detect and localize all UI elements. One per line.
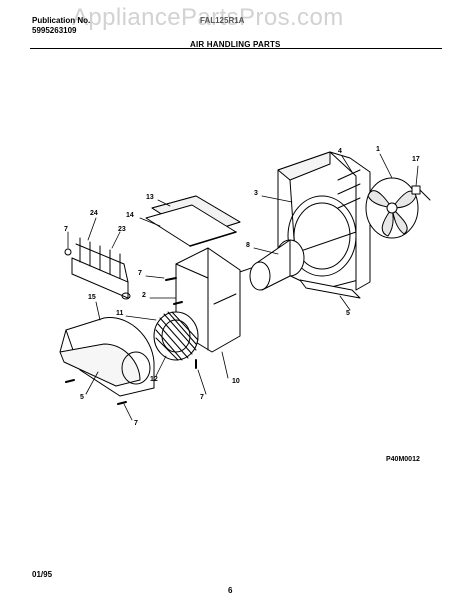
callout-5-right: 5 <box>346 310 350 317</box>
callout-10: 10 <box>232 378 240 385</box>
partition-panel <box>329 151 371 291</box>
section-title: AIR HANDLING PARTS <box>190 40 281 49</box>
callout-2: 2 <box>142 292 146 299</box>
callout-12: 12 <box>150 376 158 383</box>
callout-7-bottom: 7 <box>134 420 138 427</box>
callout-8: 8 <box>246 242 250 249</box>
callout-7-top: 7 <box>64 226 68 233</box>
watermark: AppliancePartsPros.com <box>72 4 344 31</box>
fan-motor <box>227 231 357 291</box>
callout-24: 24 <box>90 210 98 217</box>
callout-4: 4 <box>338 148 342 155</box>
callout-23: 23 <box>118 226 126 233</box>
callout-3: 3 <box>254 190 258 197</box>
screws <box>65 277 197 405</box>
callout-5-left: 5 <box>80 394 84 401</box>
base-shroud <box>299 279 361 299</box>
figure-code: P40M0012 <box>386 456 420 463</box>
filter-sheet-14 <box>145 204 237 247</box>
callout-14: 14 <box>126 212 134 219</box>
blower-wheel <box>153 311 199 361</box>
callout-7-right: 7 <box>200 394 204 401</box>
louver-grille <box>64 237 131 300</box>
callout-15: 15 <box>88 294 96 301</box>
publication-number: 5995263109 <box>32 26 77 35</box>
callout-7-mid: 7 <box>138 270 142 277</box>
condenser-fan <box>365 177 419 239</box>
header-rule <box>30 48 442 49</box>
blower-scroll <box>59 317 155 397</box>
footer-date: 01/95 <box>32 570 53 579</box>
page-number: 6 <box>228 586 233 595</box>
callout-11: 11 <box>116 310 124 317</box>
leader-lines <box>67 153 419 421</box>
callout-17: 17 <box>412 156 420 163</box>
callout-1: 1 <box>376 146 380 153</box>
callout-13: 13 <box>146 194 154 201</box>
publication-label: Publication No. <box>32 16 91 25</box>
model-number: FAL125R1A <box>200 16 245 25</box>
